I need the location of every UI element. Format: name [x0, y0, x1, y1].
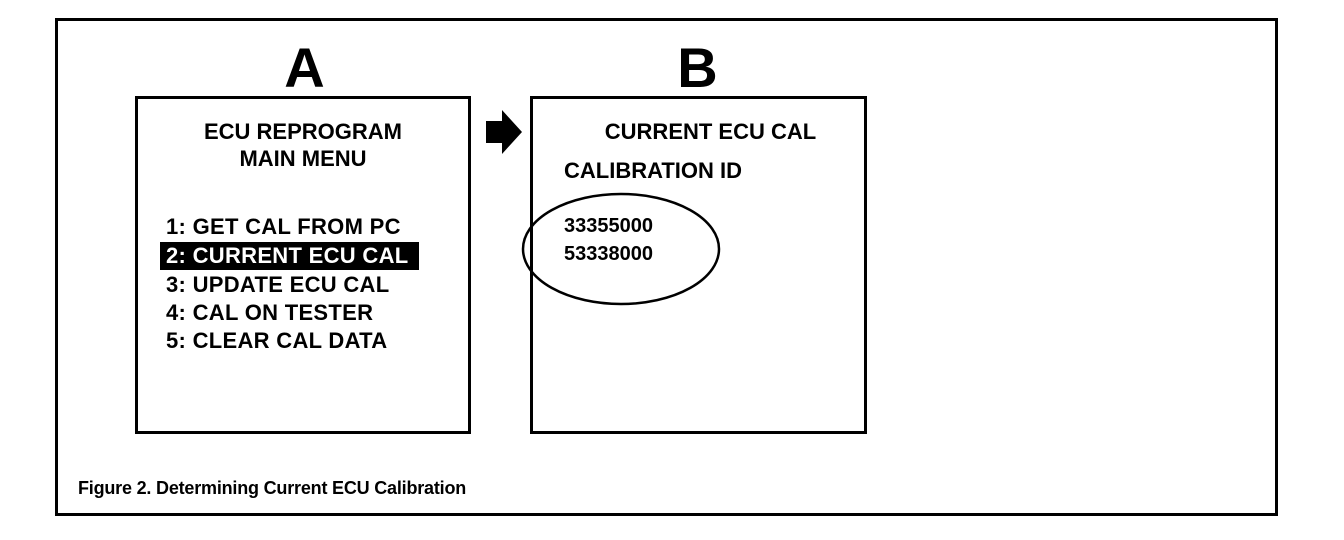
calibration-id-value: 53338000 — [564, 243, 653, 265]
menu-item-cal-on-tester[interactable]: 4: CAL ON TESTER — [166, 300, 374, 325]
tester-screen-main-menu: ECU REPROGRAM MAIN MENU 1: GET CAL FROM … — [135, 96, 471, 434]
menu-item-clear-cal-data[interactable]: 5: CLEAR CAL DATA — [166, 328, 388, 353]
calibration-id-label: CALIBRATION ID — [564, 158, 743, 183]
menu-item-update-ecu-cal[interactable]: 3: UPDATE ECU CAL — [166, 272, 390, 297]
main-menu-title-line1: ECU REPROGRAM — [203, 119, 402, 144]
menu-item-current-ecu-cal[interactable]: 2: CURRENT ECU CAL — [160, 242, 419, 270]
figure-caption: Figure 2. Determining Current ECU Calibr… — [78, 478, 467, 498]
right-arrow-icon — [484, 108, 524, 161]
main-menu-title-line2: MAIN MENU — [239, 146, 367, 171]
panel-b-letter: B — [677, 36, 719, 99]
panel-a-letter: A — [284, 36, 326, 99]
menu-item-get-cal-from-pc[interactable]: 1: GET CAL FROM PC — [166, 214, 401, 239]
figure-frame — [55, 18, 1278, 516]
current-ecu-cal-title: CURRENT ECU CAL — [604, 119, 817, 144]
calibration-id-value: 33355000 — [564, 215, 653, 237]
highlight-ellipse — [520, 190, 722, 319]
tester-screen-current-ecu-cal: CURRENT ECU CAL CALIBRATION ID 33355000 … — [530, 96, 867, 434]
